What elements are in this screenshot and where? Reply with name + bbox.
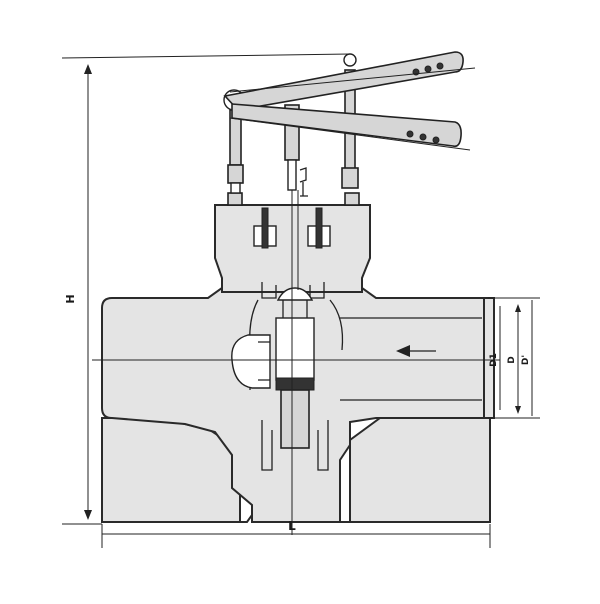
internal-cavity bbox=[231, 282, 344, 471]
dim-label-length: L bbox=[288, 519, 296, 533]
bonnet-bolts bbox=[227, 192, 360, 249]
length-dimension bbox=[101, 524, 491, 548]
valve-disc bbox=[275, 287, 315, 449]
dim-label-port-inner: D1 bbox=[489, 353, 499, 367]
arrow-left-icon bbox=[396, 345, 436, 357]
dim-label-height: H bbox=[64, 294, 77, 303]
dim-label-port-mid: D bbox=[507, 356, 517, 363]
port-dimensions bbox=[488, 297, 540, 419]
lever-arms bbox=[223, 51, 476, 151]
height-dimension bbox=[61, 53, 351, 525]
dim-label-port-outer: D' bbox=[521, 355, 531, 365]
centerlines bbox=[92, 295, 500, 535]
